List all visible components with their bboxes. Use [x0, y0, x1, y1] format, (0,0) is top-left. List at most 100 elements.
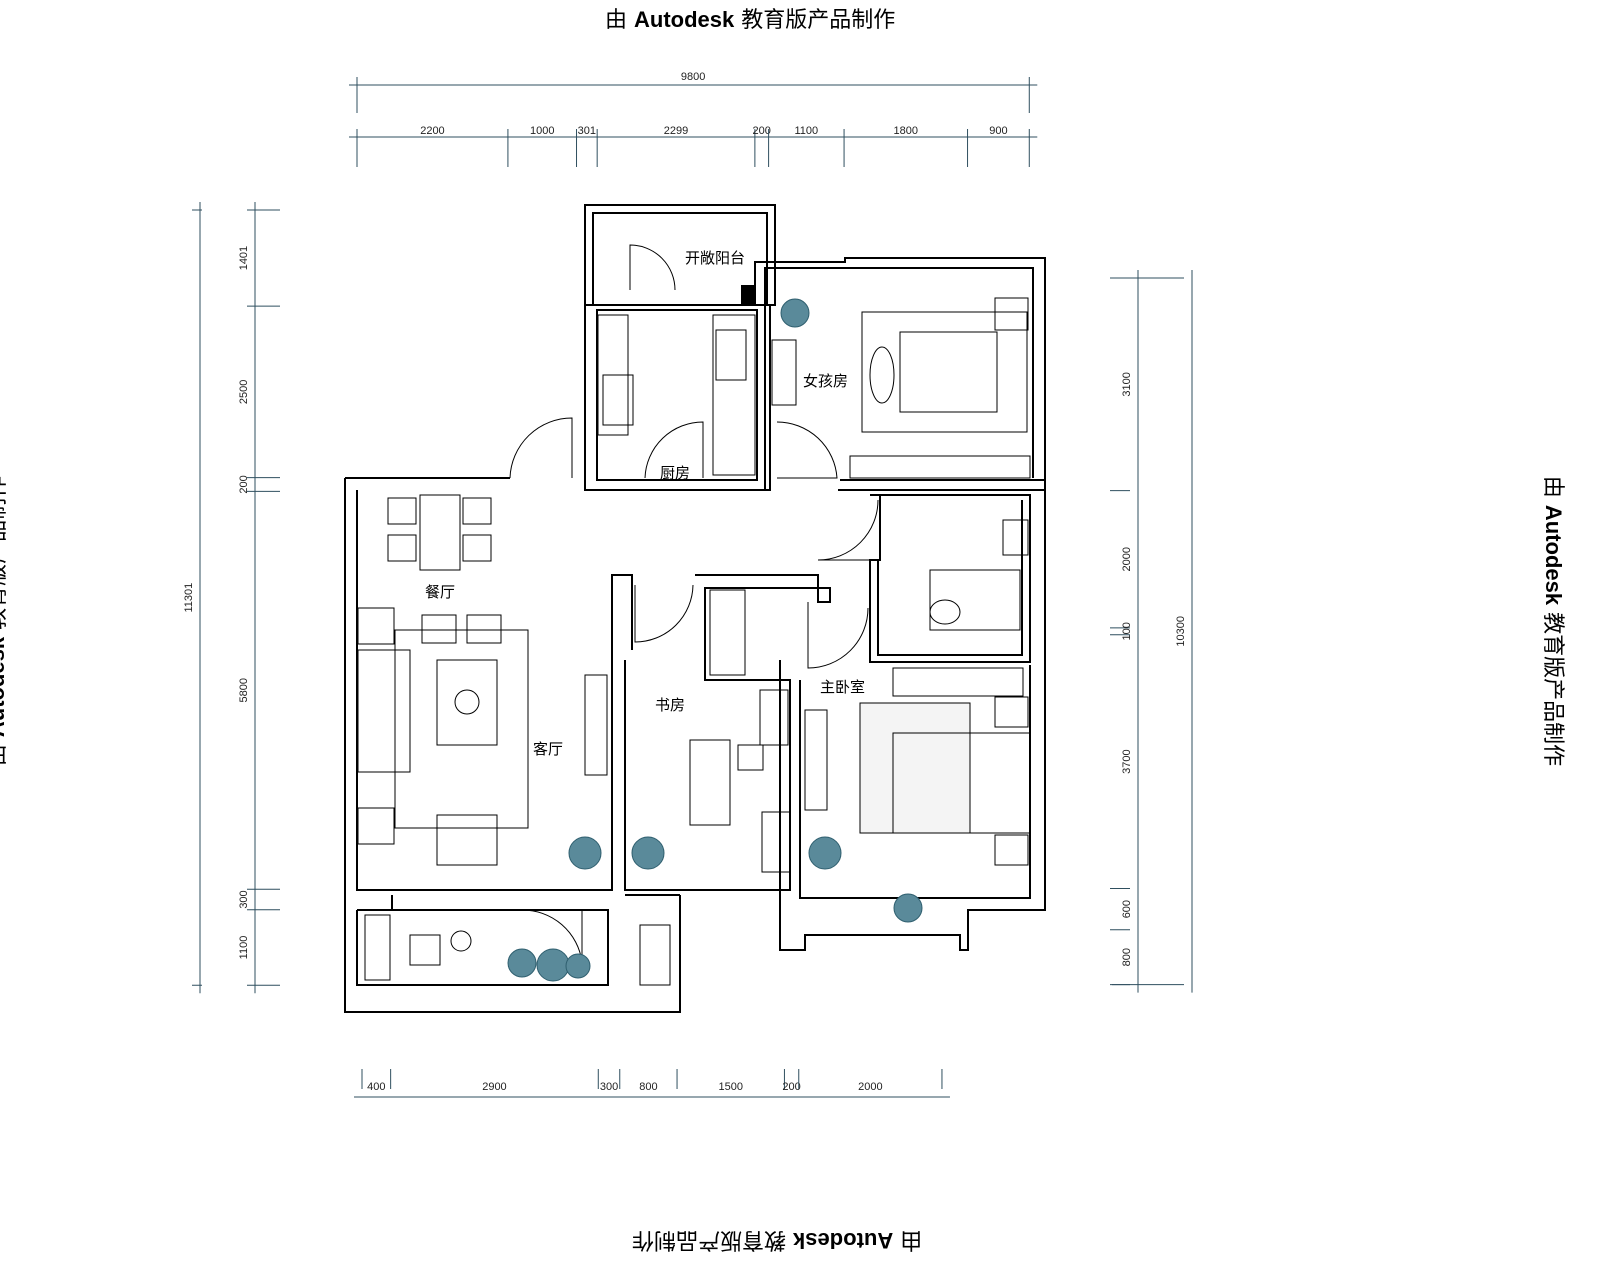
watermark-prefix: 由 — [605, 8, 628, 33]
girl-bed — [861, 311, 1028, 433]
door-kitchen — [509, 417, 573, 479]
sofa — [357, 649, 411, 773]
doors — [509, 244, 879, 963]
dimension-label: 1100 — [238, 936, 250, 960]
side-table-lamp — [357, 607, 395, 645]
dimension-label: 301 — [578, 125, 596, 137]
shower — [929, 569, 1021, 631]
door-master — [807, 602, 869, 669]
rug-oval — [869, 346, 895, 404]
dining-chair — [462, 534, 492, 562]
dimension-label: 900 — [989, 125, 1007, 137]
dimension-label: 11301 — [183, 583, 195, 613]
label-open-balcony: 开敞阳台 — [685, 249, 745, 267]
plant-icon — [568, 836, 602, 870]
room-labels: 开敞阳台 女孩房 厨房 餐厅 客厅 书房 主卧室 — [425, 249, 865, 758]
wall-bathroom — [869, 494, 1031, 663]
wall-study — [624, 574, 831, 891]
balcony-shelf — [364, 914, 391, 981]
plant-icon — [507, 948, 537, 978]
toilet — [1002, 519, 1029, 556]
label-dining: 餐厅 — [425, 583, 455, 601]
dimension-label: 3100 — [1121, 372, 1133, 396]
study-cabinet — [759, 689, 789, 746]
label-girl-room: 女孩房 — [803, 372, 848, 390]
dimension-label: 10300 — [1175, 616, 1187, 647]
dimension-label: 200 — [238, 475, 250, 493]
dimension-label: 2900 — [482, 1081, 506, 1093]
nightstand — [994, 297, 1029, 331]
label-living: 客厅 — [533, 740, 563, 758]
watermark-top: 由 Autodesk 教育版产品制作 — [605, 2, 895, 34]
study-cabinet — [761, 811, 791, 873]
gas-stove — [602, 374, 634, 426]
tv-cabinet — [584, 674, 608, 776]
door-study — [634, 584, 694, 643]
dimension-label: 9800 — [681, 71, 705, 83]
dining-table — [419, 494, 461, 571]
armchair — [436, 814, 498, 866]
plant-icon — [893, 893, 923, 923]
furniture — [357, 297, 1031, 986]
bookshelf — [709, 589, 746, 676]
nightstand — [994, 834, 1029, 866]
dimension-label: 2000 — [1121, 547, 1133, 571]
plant-icon — [536, 948, 570, 982]
label-study: 书房 — [655, 696, 685, 714]
coffee-table — [436, 659, 498, 746]
nightstand — [994, 696, 1029, 728]
dimension-label: 1000 — [530, 125, 554, 137]
watermark-suffix: 教育版产品制作 — [741, 8, 896, 33]
door-balcony — [629, 244, 676, 291]
dimension-label: 1500 — [718, 1081, 742, 1093]
master-bed — [892, 732, 1031, 834]
wall-living-inner — [356, 490, 633, 891]
dimension-label: 300 — [238, 890, 250, 908]
dimension-label: 800 — [639, 1081, 657, 1093]
dimension-label: 2000 — [858, 1081, 882, 1093]
master-tv-cabinet — [804, 709, 828, 811]
watermark-brand: Autodesk — [634, 7, 735, 32]
desk — [689, 739, 731, 826]
desk-chair — [737, 744, 764, 771]
dimension-label: 800 — [1121, 948, 1133, 966]
wardrobe — [892, 667, 1024, 697]
wall-master — [779, 480, 1046, 951]
dining-chair — [387, 534, 417, 562]
dimension-label: 2299 — [664, 125, 688, 137]
girl-bed-mattress — [899, 331, 998, 413]
dimension-label: 1401 — [238, 246, 250, 270]
girl-cabinet — [771, 339, 797, 406]
ottoman — [466, 614, 502, 644]
dimension-lines: 9800 2200 1000 301 2299 200 1100 1800 900 11301 14… — [183, 71, 1193, 1098]
flower-vase — [454, 689, 480, 715]
dimension-label: 1100 — [795, 125, 819, 137]
dimension-label: 100 — [1121, 622, 1133, 640]
dimension-label: 5800 — [238, 678, 250, 702]
label-kitchen: 厨房 — [660, 464, 690, 482]
label-master-bedroom: 主卧室 — [820, 678, 865, 696]
dining-chair — [462, 497, 492, 525]
dimension-label: 3700 — [1121, 749, 1133, 773]
plant-icon — [808, 836, 842, 870]
wall-bathroom-inner — [877, 500, 1023, 656]
column — [741, 285, 755, 305]
dimension-label: 1800 — [894, 125, 918, 137]
dimension-label: 300 — [600, 1081, 618, 1093]
balcony-table — [450, 930, 472, 952]
side-table-lamp — [357, 807, 395, 845]
balcony-chair — [409, 934, 441, 966]
dimension-label: 2500 — [238, 380, 250, 404]
girl-wardrobe — [849, 455, 1031, 479]
plant-icon — [631, 836, 665, 870]
dimension-label: 2200 — [420, 125, 444, 137]
wash-basin — [929, 599, 961, 625]
dimension-label: 200 — [753, 125, 771, 137]
wall-kitchen — [584, 304, 771, 491]
walls — [344, 204, 1046, 1013]
ottoman — [421, 614, 457, 644]
dimension-label: 400 — [367, 1081, 385, 1093]
wall-girl-room-inner — [764, 267, 1034, 490]
wall-kitchen-inner — [596, 309, 758, 481]
